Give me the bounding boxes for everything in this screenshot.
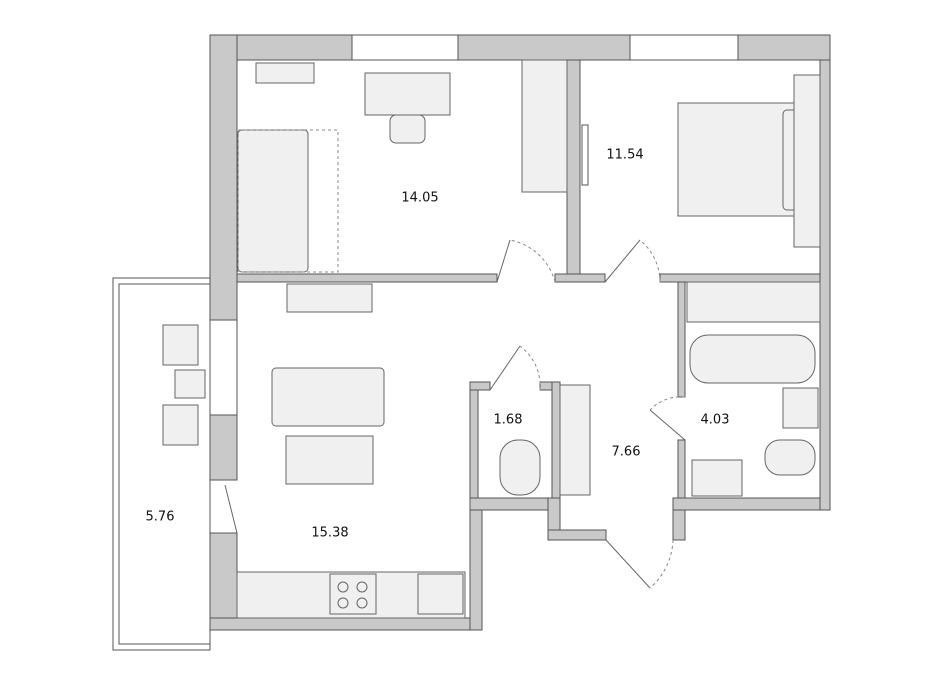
furniture [162, 59, 821, 619]
walls [209, 34, 831, 631]
room-area-bathroom: 4.03 [700, 412, 730, 428]
room-area-toilet: 1.68 [493, 412, 523, 428]
room-area-kitchen-living: 15.38 [311, 525, 349, 541]
room-area-hallway: 7.66 [611, 444, 641, 460]
doors [224, 239, 686, 589]
room-area-living: 14.05 [401, 190, 439, 206]
room-area-balcony: 5.76 [145, 509, 175, 525]
room-area-bedroom: 11.54 [606, 147, 644, 163]
